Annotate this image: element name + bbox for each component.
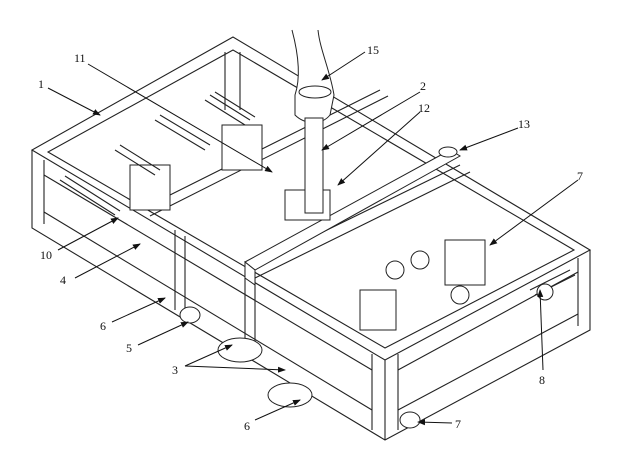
hose-and-shaft [291,29,335,214]
label-wheel-bottom: 6 [244,419,250,433]
label-spring-right: 8 [539,373,545,387]
label-vertical-shaft: 2 [420,79,426,93]
label-motor-right: 7 [577,169,583,183]
part-labels: 1 11 15 2 12 13 7 10 4 6 5 3 8 6 7 [38,43,583,433]
label-lower-units: 3 [172,363,178,377]
label-frame: 1 [38,77,44,91]
leader-lines [47,51,579,426]
label-spring-left: 10 [40,248,52,262]
label-mid-bracket: 5 [126,341,132,355]
label-slider: 11 [74,51,86,65]
components [59,91,576,429]
label-hose: 15 [367,43,379,57]
label-rail: 12 [418,101,430,115]
label-wheel-left: 6 [100,319,106,333]
label-wheel-right-bottom: 7 [455,417,461,431]
pulley [438,146,458,158]
label-pulley: 13 [518,117,530,131]
label-left-drive: 4 [60,273,66,287]
